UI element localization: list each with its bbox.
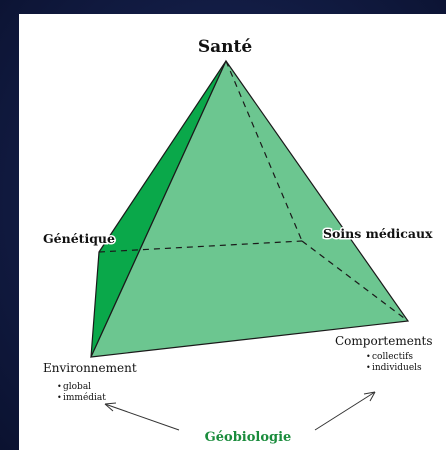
- label-comportements: Comportements: [335, 334, 433, 348]
- comp-item-individuels: individuels: [372, 363, 422, 373]
- hidden-edge-back-right: [301, 240, 409, 322]
- env-item-immediat: immédiat: [63, 392, 106, 403]
- diagram-panel: Santé Génétique Soins médicaux Environne…: [19, 14, 446, 450]
- hidden-edge-left-back: [98, 240, 303, 253]
- env-item-global: global: [63, 382, 91, 392]
- pyramid-front-face: [90, 59, 410, 358]
- comp-item-collectifs: collectifs: [372, 352, 413, 362]
- env-item-bullet: •: [57, 393, 62, 402]
- label-genetique: Génétique: [43, 231, 115, 246]
- label-soins-medicaux: Soins médicaux: [323, 226, 433, 241]
- label-geobiologie: Géobiologie: [205, 430, 292, 445]
- arrow-to-comportements: [314, 391, 376, 431]
- comp-item-bullet: •: [366, 363, 371, 372]
- label-sante: Santé: [198, 37, 253, 57]
- env-item-bullet: •: [57, 382, 62, 391]
- pyramid-diagram: Santé Génétique Soins médicaux Environne…: [42, 37, 435, 445]
- arrow-to-environnement: [104, 402, 180, 431]
- label-environnement: Environnement: [43, 361, 137, 375]
- comp-item-bullet: •: [366, 352, 371, 361]
